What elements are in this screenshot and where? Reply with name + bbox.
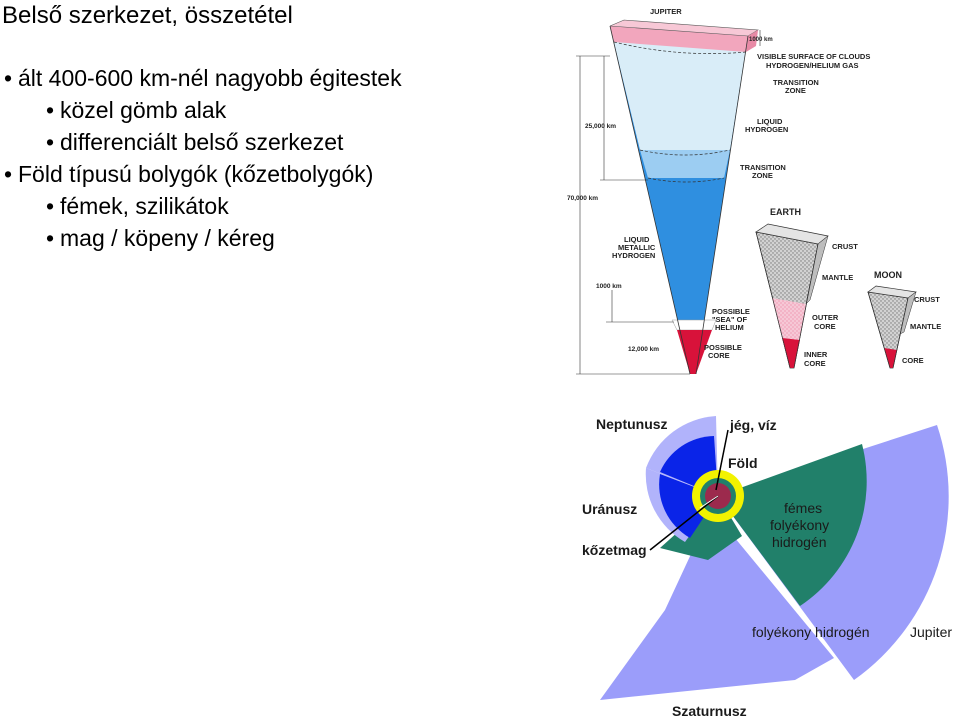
bullet-item: •közel gömb alak: [46, 97, 227, 123]
earth-label-inner-1: INNER: [804, 350, 828, 359]
jupiter-label-metallic-2: METALLIC: [618, 243, 656, 252]
saturn-liquid-hydrogen-sector: [600, 496, 834, 700]
label-uranusz: Uránusz: [582, 501, 637, 517]
bullet-text: mag / köpeny / kéreg: [60, 225, 275, 251]
bullet-item: •differenciált belső szerkezet: [46, 129, 344, 155]
jupiter-label-sea-3: HELIUM: [715, 323, 744, 332]
earth-label-mantle: MANTLE: [822, 273, 853, 282]
bullet-item: •Föld típusú bolygók (kőzetbolygók): [4, 161, 374, 187]
jupiter-label-70000km: 70,000 km: [567, 195, 598, 202]
jupiter-label-25000km: 25,000 km: [585, 123, 616, 130]
label-szaturnusz: Szaturnusz: [672, 703, 747, 719]
bullet-text: Föld típusú bolygók (kőzetbolygók): [18, 161, 374, 187]
label-kozetmag: kőzetmag: [582, 542, 647, 558]
jupiter-metallic-sector: [718, 444, 867, 606]
earth-outer-core: [772, 298, 806, 368]
bullet-item: •ált 400-600 km-nél nagyobb égitestek: [4, 65, 402, 91]
jupiter-cloud-boundary: [613, 41, 747, 54]
jupiter-label-12000km: 12,000 km: [628, 346, 659, 353]
moon-name: MOON: [874, 270, 902, 280]
label-femes-3: hidrogén: [772, 534, 827, 550]
jupiter-edge-left: [609, 25, 691, 375]
rock-core-pointer-line: [649, 495, 719, 551]
jupiter-label-metallic-1: LIQUID: [624, 235, 650, 244]
jupiter-core: [677, 330, 712, 374]
earth-name: EARTH: [770, 207, 801, 217]
bullet-item: •fémek, szilikátok: [46, 193, 229, 219]
moon-edge-left: [867, 291, 891, 369]
bullet-list: •ált 400-600 km-nél nagyobb égitestek •k…: [0, 62, 402, 254]
jupiter-label-transition2-zone: ZONE: [752, 171, 773, 180]
jupiter-label-transition1: TRANSITION: [773, 78, 819, 87]
bullet-text: fémek, szilikátok: [60, 193, 229, 219]
slide-title: Belső szerkezet, összetétel: [2, 2, 293, 29]
earth-wedge: [755, 223, 829, 369]
earth-label-crust: CRUST: [832, 242, 858, 251]
ice-water-pointer-line: [715, 429, 729, 491]
jupiter-label-transition2: TRANSITION: [740, 163, 786, 172]
moon-label-crust: CRUST: [914, 295, 940, 304]
jupiter-label-core-2: CORE: [708, 351, 730, 360]
earth-edge-right: [793, 243, 819, 369]
jupiter-label-liquid: LIQUID: [757, 117, 783, 126]
bullet-text: ált 400-600 km-nél nagyobb égitestek: [18, 65, 402, 91]
jupiter-label-clouds: VISIBLE SURFACE OF CLOUDS: [757, 52, 870, 61]
bullet-text: differenciált belső szerkezet: [60, 129, 344, 155]
jupiter-label-km1000-top: 1000 km: [749, 37, 773, 43]
jupiter-label-core-1: POSSIBLE: [704, 343, 742, 352]
earth-label-inner-2: CORE: [804, 359, 826, 368]
jupiter-dimension-lines: [576, 30, 761, 375]
bottom-diagram: Neptunusz jég, víz Föld Uránusz fémes fo…: [582, 416, 952, 719]
uranus-ice-sector: [659, 474, 718, 538]
jupiter-cloud-layer: [610, 26, 748, 52]
bullet-text: közel gömb alak: [60, 97, 227, 123]
jupiter-label-sea-1: POSSIBLE: [712, 307, 750, 316]
jupiter-transition-top: [639, 149, 731, 156]
earth-label-outer-2: CORE: [814, 322, 836, 331]
label-femes-1: fémes: [784, 500, 822, 516]
jupiter-wedge: [609, 19, 759, 375]
moon-edge-right: [892, 297, 909, 369]
top-diagram: JUPITER 1000 km VISIBLE SURFACE OF CLOUD…: [567, 0, 948, 378]
jupiter-name: JUPITER: [650, 7, 682, 16]
jupiter-liquid-hydrogen-layer: [610, 26, 748, 150]
label-neptunusz: Neptunusz: [596, 416, 668, 432]
label-jupiter: Jupiter: [910, 624, 952, 640]
moon-label-mantle: MANTLE: [910, 322, 941, 331]
label-folyekony-hidrogen: folyékony hidrogén: [752, 624, 870, 640]
earth-label-outer-1: OUTER: [812, 313, 839, 322]
moon-wedge: [867, 285, 917, 369]
bullet-item: •mag / köpeny / kéreg: [46, 225, 275, 251]
jupiter-edge-right: [695, 35, 749, 375]
moon-label-core: CORE: [902, 356, 924, 365]
jupiter-label-sea-2: "SEA" OF: [712, 315, 747, 324]
jupiter-transition-zone: [640, 150, 730, 178]
jupiter-label-km1000-low: 1000 km: [596, 283, 622, 290]
label-jeg-viz: jég, víz: [729, 417, 777, 433]
label-fold: Föld: [728, 455, 758, 471]
earth-edge-left: [755, 231, 791, 369]
jupiter-transition-bottom: [647, 177, 725, 183]
label-femes-2: folyékony: [770, 517, 829, 533]
jupiter-label-gas: HYDROGEN/HELIUM GAS: [766, 61, 859, 70]
jupiter-label-metallic-3: HYDROGEN: [612, 251, 655, 260]
jupiter-label-hydrogen: HYDROGEN: [745, 125, 788, 134]
jupiter-side-face: [746, 30, 758, 52]
jupiter-label-transition1-zone: ZONE: [785, 86, 806, 95]
core-white-line: [699, 495, 719, 509]
